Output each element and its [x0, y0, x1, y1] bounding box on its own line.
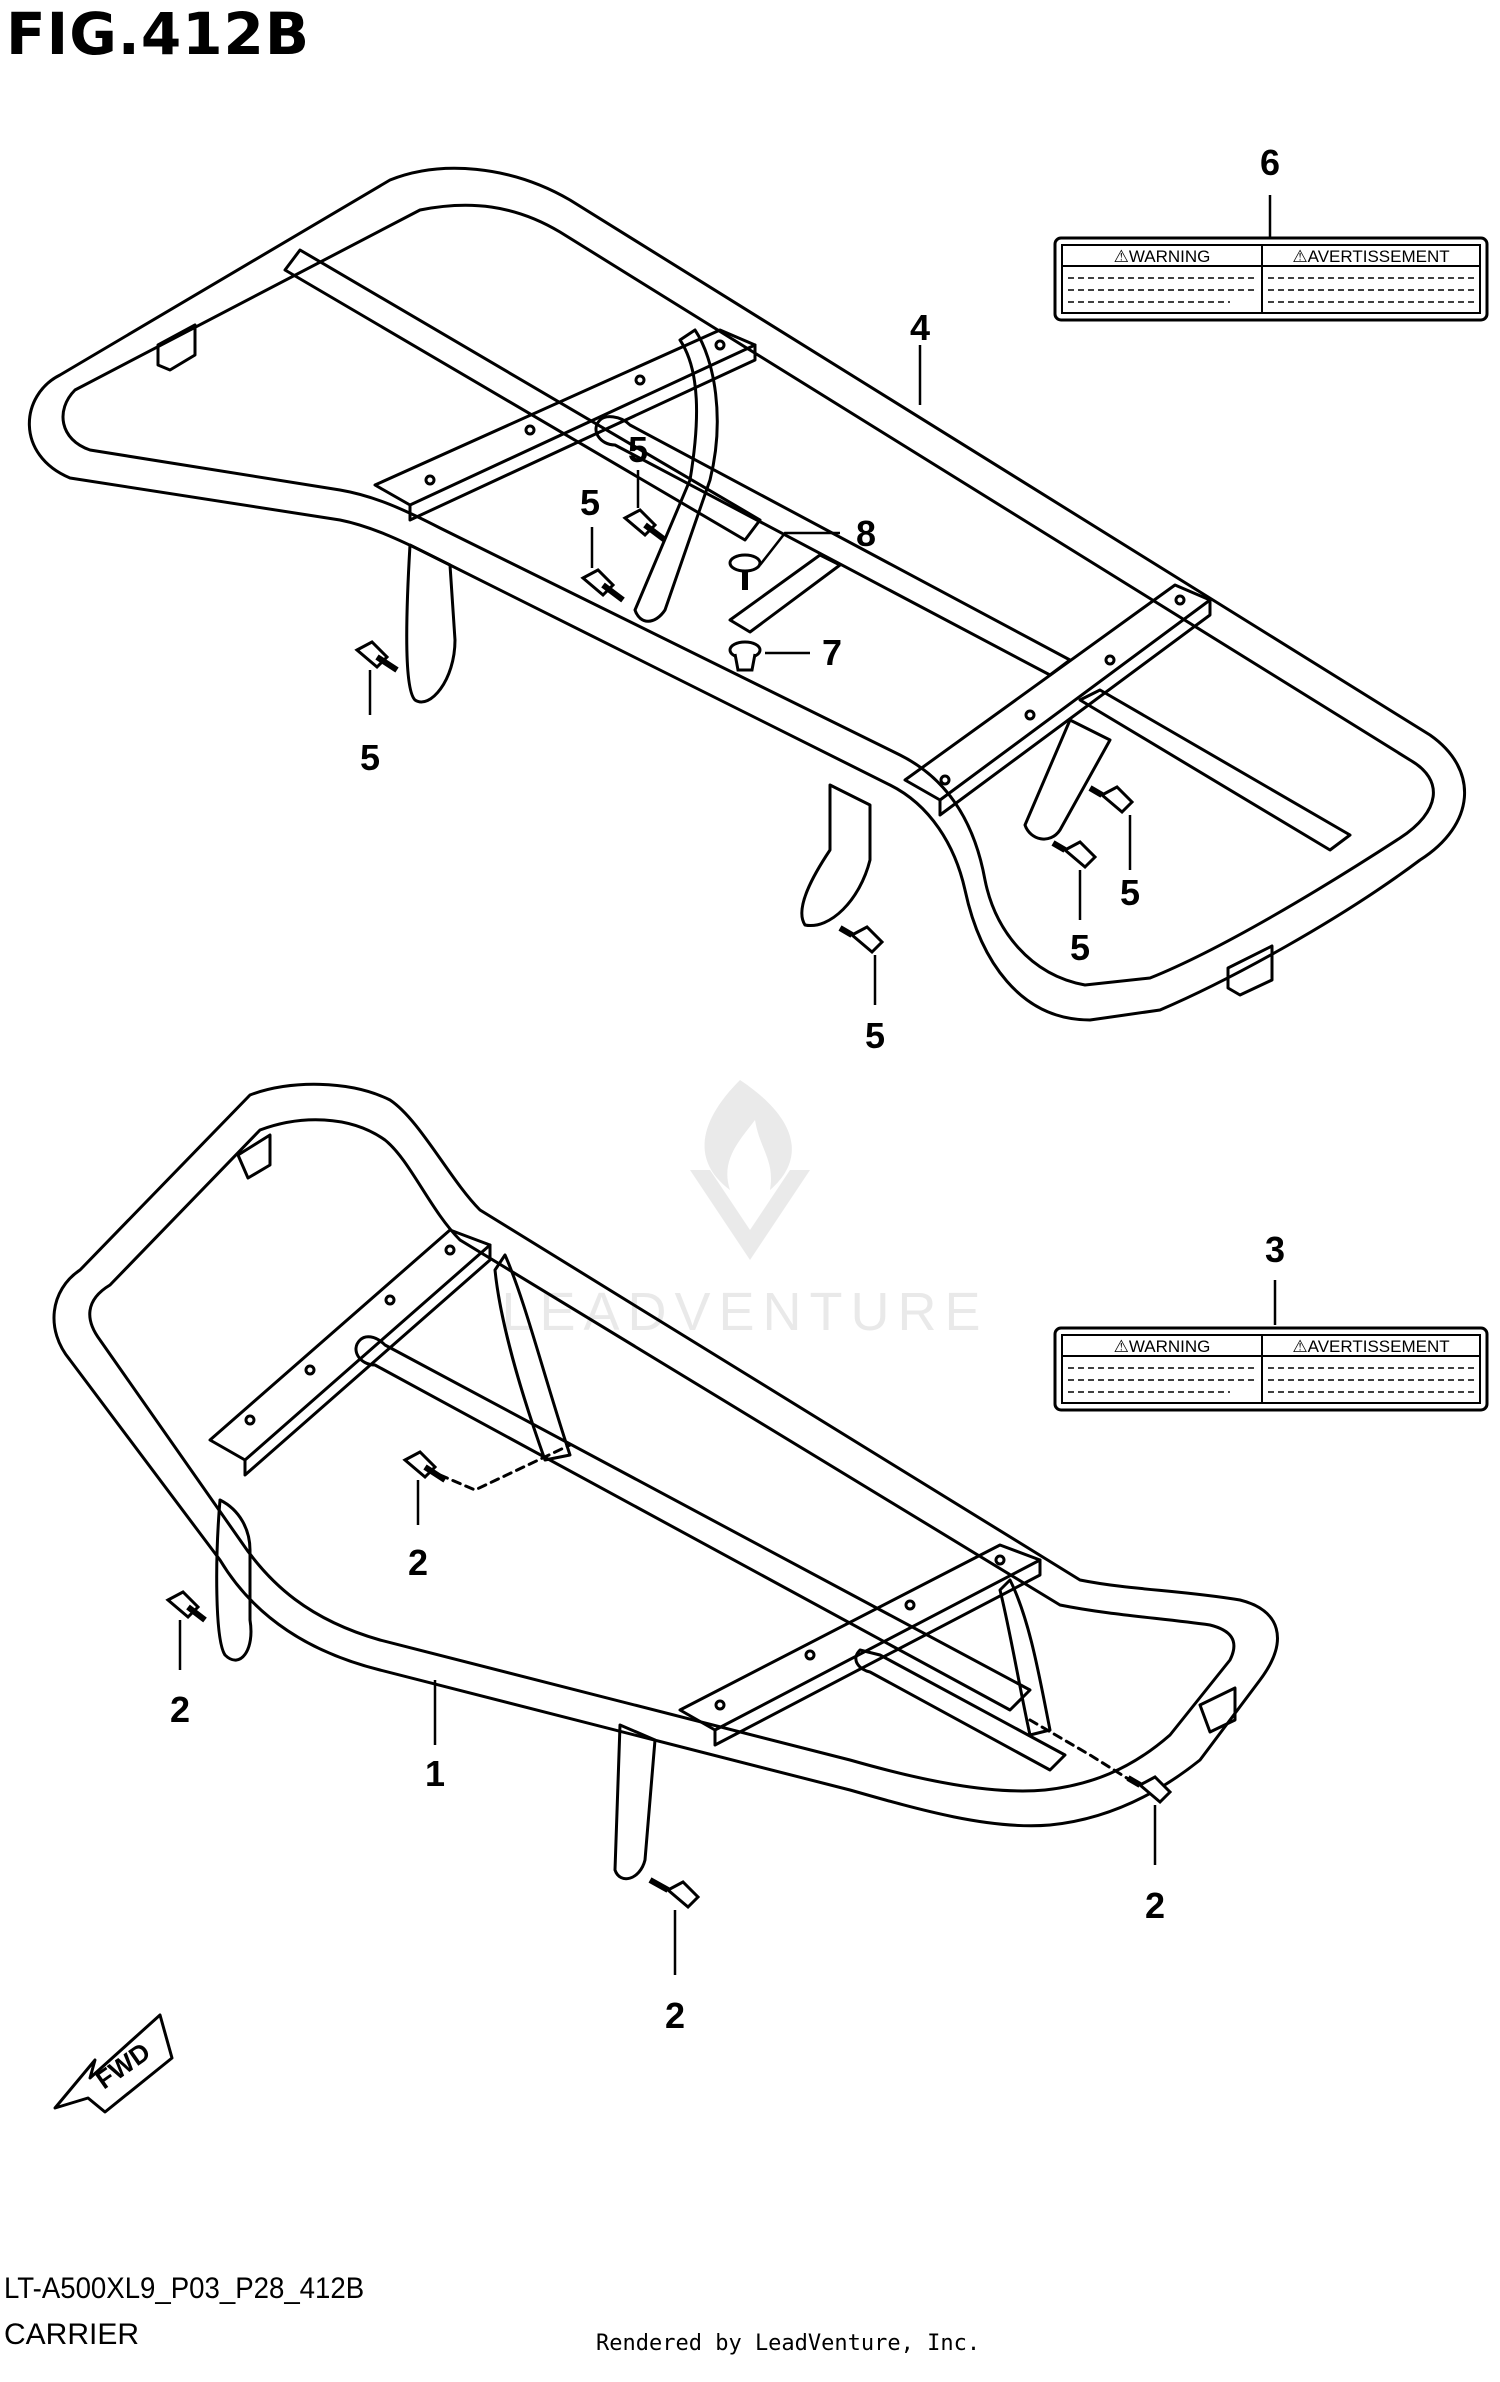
callout-6: 6: [1260, 142, 1280, 183]
callout-2b: 2: [170, 1689, 190, 1730]
figure-code: LT-A500XL9_P03_P28_412B: [4, 2272, 365, 2305]
fwd-arrow: FWD: [53, 2013, 174, 2114]
bolt-2c: [1126, 1775, 1173, 1805]
callout-8: 8: [856, 513, 876, 554]
fwd-arrow-icon: [53, 2013, 174, 2114]
watermark: LEADVENTURE: [501, 1080, 988, 1342]
callout-5e: 5: [1070, 927, 1090, 968]
callout-5c: 5: [360, 737, 380, 778]
figure-title: FIG.412B: [6, 0, 311, 68]
callout-leaders: [178, 195, 1277, 1975]
bolts: [165, 508, 1173, 1910]
callout-5b: 5: [580, 482, 600, 523]
warning-en-3: ⚠WARNING: [1114, 1337, 1211, 1356]
warning-fr-3: ⚠AVERTISSEMENT: [1292, 1337, 1449, 1356]
callout-3: 3: [1265, 1229, 1285, 1270]
callout-5a: 5: [628, 429, 648, 470]
callout-7: 7: [822, 632, 842, 673]
callout-2d: 2: [665, 1995, 685, 2036]
bolt-5b: [580, 568, 625, 603]
callout-numbers: 6 4 5 5 8 7 5 5 5 5 3 2 2 1 2 2: [170, 142, 1285, 2036]
bolt-5e: [1051, 840, 1098, 870]
flame-v-logo-icon: [690, 1080, 810, 1260]
watermark-text: LEADVENTURE: [501, 1282, 988, 1342]
bolt-5d: [1088, 785, 1135, 815]
bolt-5c: [354, 640, 399, 673]
bolt-2a: [402, 1450, 447, 1483]
callout-4: 4: [910, 307, 930, 348]
rendered-by-note: Rendered by LeadVenture, Inc.: [596, 2331, 981, 2356]
rear-carrier: [27, 166, 1466, 1022]
bolt-5a: [622, 508, 667, 543]
figure-name: CARRIER: [4, 2318, 140, 2351]
callout-1: 1: [425, 1753, 445, 1794]
screw-8: [728, 553, 762, 590]
callout-2a: 2: [408, 1542, 428, 1583]
callout-5f: 5: [865, 1015, 885, 1056]
callout-2c: 2: [1145, 1885, 1165, 1926]
nut-7: [728, 640, 762, 672]
warning-label-3: ⚠WARNING ⚠AVERTISSEMENT: [1053, 1326, 1489, 1412]
warning-label-6: ⚠WARNING ⚠AVERTISSEMENT: [1053, 236, 1489, 322]
bolt-2d: [648, 1877, 701, 1910]
callout-5d: 5: [1120, 872, 1140, 913]
warning-en-6: ⚠WARNING: [1114, 247, 1211, 266]
warning-fr-6: ⚠AVERTISSEMENT: [1292, 247, 1449, 266]
bolt-2b: [165, 1590, 207, 1623]
bolt-5f: [838, 925, 885, 955]
front-carrier: [52, 1082, 1279, 1881]
